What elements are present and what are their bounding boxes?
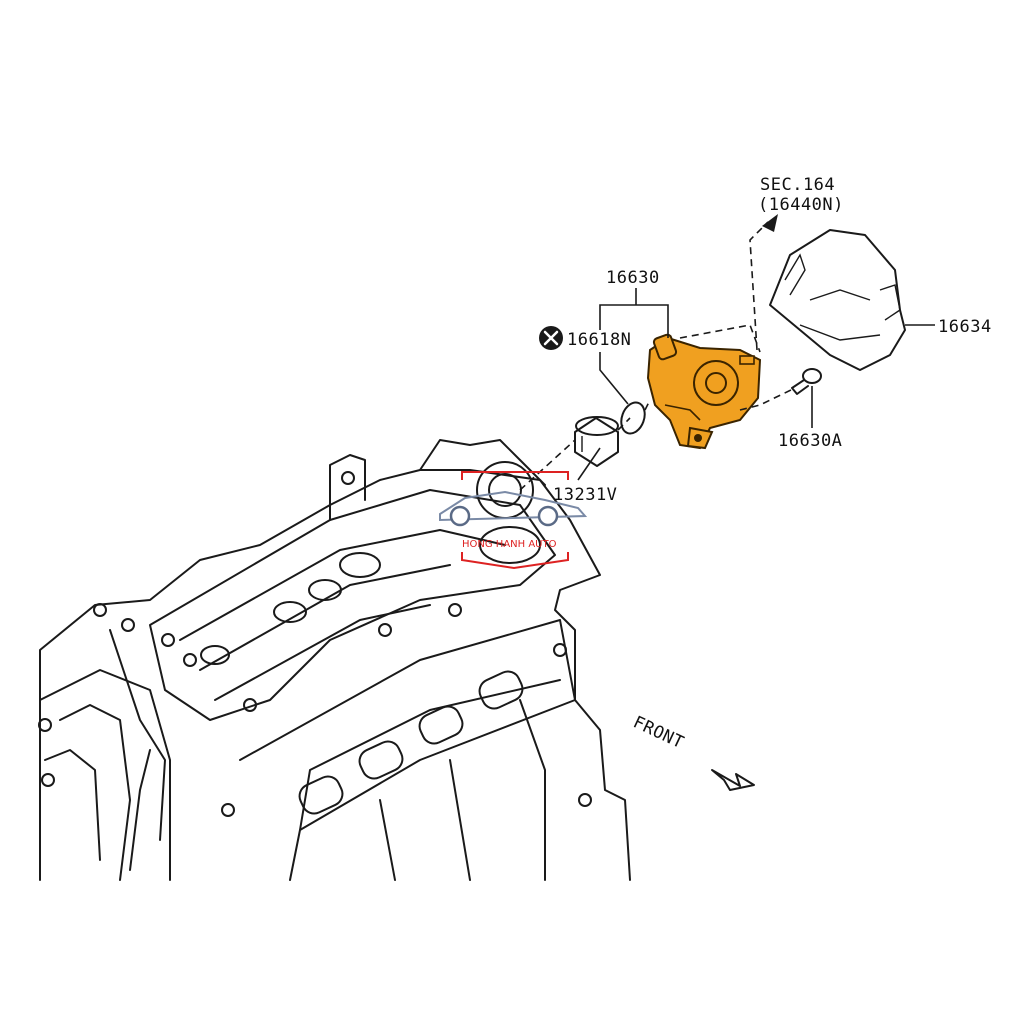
not-reusable-icon [539,326,563,350]
label-16618n: 16618N [567,330,631,350]
assembly-dashed-lines [519,221,796,491]
engine-cylinder-head [38,439,631,881]
label-13231v: 13231V [553,485,617,505]
sec-ref-sublabel: (16440N) [758,195,844,215]
part-13231v-drawing [574,416,619,467]
watermark-text: HONG HANH AUTO [462,539,557,550]
watermark-logo: HONG HANH AUTO [439,471,588,570]
label-16634: 16634 [938,317,992,337]
part-16630-solenoid [646,333,762,450]
part-16634-cover [769,229,906,371]
part-16618n-o-ring [620,401,646,435]
sec-ref-label: SEC.164 [760,175,835,195]
label-16630a: 16630A [778,431,842,451]
sec-ref-arrow-icon [762,214,778,232]
label-16630: 16630 [606,268,660,288]
part-16630a-bolt [791,368,822,395]
leader-lines [577,288,935,481]
front-direction-arrow [711,769,755,791]
front-label: FRONT [630,712,687,753]
